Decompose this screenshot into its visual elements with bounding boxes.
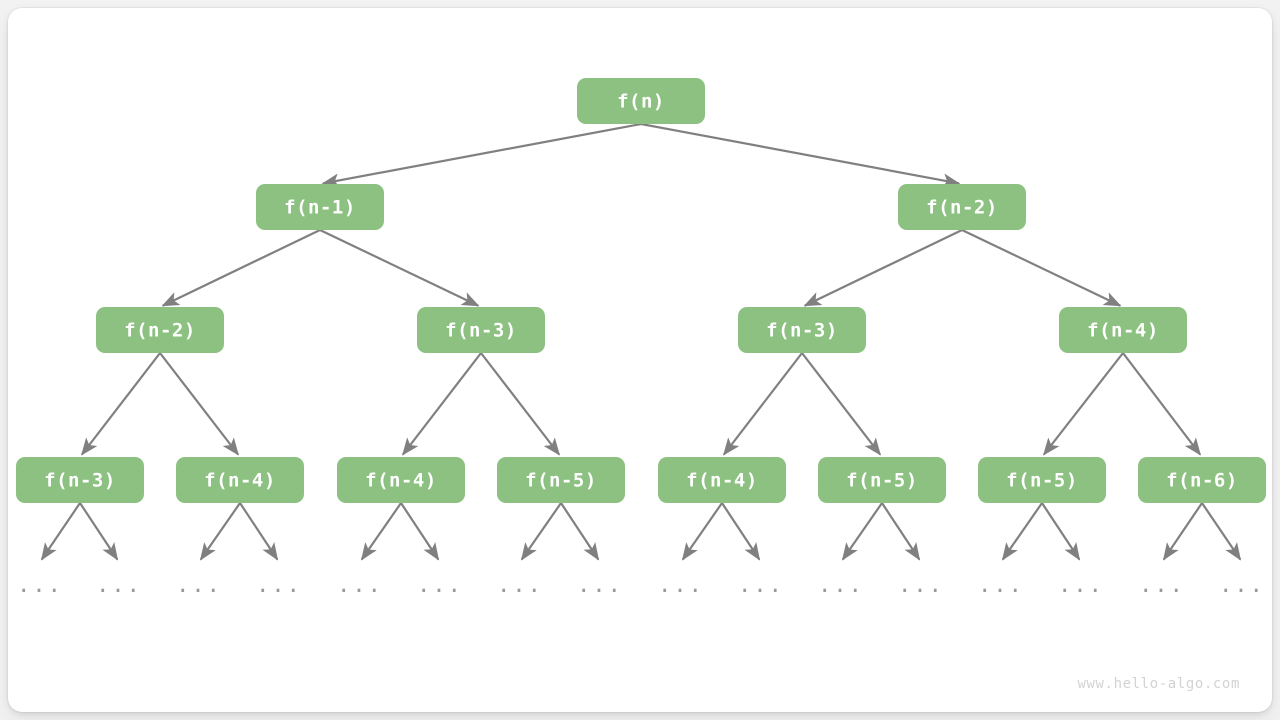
tree-node[interactable]: f(n-3) bbox=[417, 307, 545, 353]
tree-edge bbox=[801, 352, 882, 456]
leaf-edge bbox=[1001, 502, 1043, 561]
subtree-ellipsis: ... bbox=[497, 573, 543, 598]
tree-edge bbox=[80, 352, 161, 456]
subtree-ellipsis: ... bbox=[738, 573, 784, 598]
tree-node-box bbox=[256, 184, 384, 230]
subtree-ellipsis: ... bbox=[417, 573, 463, 598]
tree-node[interactable]: f(n-4) bbox=[337, 457, 465, 503]
tree-node-label: f(n-4) bbox=[686, 470, 758, 492]
tree-node-box bbox=[1138, 457, 1266, 503]
tree-node[interactable]: f(n-4) bbox=[1059, 307, 1187, 353]
subtree-ellipsis: ... bbox=[337, 573, 383, 598]
leaf-edge bbox=[239, 502, 279, 561]
tree-node-box bbox=[577, 78, 705, 124]
tree-node-label: f(n-4) bbox=[365, 470, 437, 492]
tree-node-label: f(n) bbox=[617, 91, 665, 113]
tree-node-box bbox=[1059, 307, 1187, 353]
tree-edge bbox=[401, 352, 482, 456]
tree-node-label: f(n-4) bbox=[1087, 320, 1159, 342]
subtree-ellipsis: ... bbox=[1219, 573, 1265, 598]
tree-node[interactable]: f(n-4) bbox=[658, 457, 786, 503]
tree-edge bbox=[161, 229, 321, 307]
leaf-edge bbox=[1201, 502, 1242, 561]
tree-node-label: f(n-5) bbox=[525, 470, 597, 492]
leaf-edge bbox=[199, 502, 241, 561]
ellipsis-layer: ........................................… bbox=[17, 573, 1265, 598]
tree-node-label: f(n-3) bbox=[766, 320, 838, 342]
watermark-url: www.hello-algo.com bbox=[1077, 676, 1240, 692]
tree-node[interactable]: f(n-5) bbox=[497, 457, 625, 503]
tree-node-label: f(n-6) bbox=[1166, 470, 1238, 492]
leaf-edge bbox=[881, 502, 921, 561]
tree-node-box bbox=[978, 457, 1106, 503]
leaf-edge bbox=[681, 502, 723, 561]
leaf-edge bbox=[841, 502, 883, 561]
tree-node-label: f(n-1) bbox=[284, 197, 356, 219]
tree-node[interactable]: f(n-5) bbox=[818, 457, 946, 503]
tree-node-box bbox=[658, 457, 786, 503]
subtree-ellipsis: ... bbox=[96, 573, 142, 598]
leaf-edge bbox=[1041, 502, 1081, 561]
tree-edge bbox=[159, 352, 240, 456]
tree-edge bbox=[961, 229, 1122, 307]
tree-edge bbox=[640, 122, 961, 188]
tree-node-box bbox=[497, 457, 625, 503]
subtree-ellipsis: ... bbox=[256, 573, 302, 598]
tree-node-label: f(n-4) bbox=[204, 470, 276, 492]
leaf-edge bbox=[721, 502, 761, 561]
subtree-ellipsis: ... bbox=[898, 573, 944, 598]
subtree-ellipsis: ... bbox=[577, 573, 623, 598]
tree-node-box bbox=[337, 457, 465, 503]
leaf-edge bbox=[79, 502, 119, 561]
subtree-arrows-layer bbox=[40, 502, 1242, 561]
subtree-ellipsis: ... bbox=[176, 573, 222, 598]
tree-node-box bbox=[818, 457, 946, 503]
tree-edge bbox=[803, 229, 963, 307]
diagram-card bbox=[8, 8, 1272, 712]
tree-node-box bbox=[176, 457, 304, 503]
subtree-ellipsis: ... bbox=[17, 573, 63, 598]
leaf-edge bbox=[1162, 502, 1203, 561]
tree-node[interactable]: f(n-6) bbox=[1138, 457, 1266, 503]
tree-node[interactable]: f(n) bbox=[577, 78, 705, 124]
subtree-ellipsis: ... bbox=[978, 573, 1024, 598]
tree-node[interactable]: f(n-4) bbox=[176, 457, 304, 503]
tree-edge bbox=[321, 122, 642, 188]
tree-node[interactable]: f(n-3) bbox=[738, 307, 866, 353]
tree-node-label: f(n-5) bbox=[846, 470, 918, 492]
leaf-edge bbox=[400, 502, 440, 561]
edges-layer bbox=[80, 122, 1202, 456]
tree-node-box bbox=[96, 307, 224, 353]
subtree-ellipsis: ... bbox=[818, 573, 864, 598]
leaf-edge bbox=[520, 502, 562, 561]
nodes-layer: f(n) f(n-1) f(n-2) f(n-2) f(n-3) f(n-3) f(n-4)… bbox=[16, 78, 1266, 503]
leaf-edge bbox=[560, 502, 600, 561]
tree-node[interactable]: f(n-2) bbox=[96, 307, 224, 353]
subtree-ellipsis: ... bbox=[1139, 573, 1185, 598]
tree-node-label: f(n-2) bbox=[926, 197, 998, 219]
tree-node-label: f(n-3) bbox=[445, 320, 517, 342]
subtree-ellipsis: ... bbox=[658, 573, 704, 598]
tree-node-box bbox=[898, 184, 1026, 230]
tree-edge bbox=[1042, 352, 1124, 456]
tree-node[interactable]: f(n-3) bbox=[16, 457, 144, 503]
tree-node-box bbox=[16, 457, 144, 503]
tree-edge bbox=[480, 352, 561, 456]
tree-node[interactable]: f(n-1) bbox=[256, 184, 384, 230]
tree-node-label: f(n-2) bbox=[124, 320, 196, 342]
tree-edge bbox=[722, 352, 803, 456]
subtree-ellipsis: ... bbox=[1058, 573, 1104, 598]
leaf-edge bbox=[40, 502, 81, 561]
tree-edge bbox=[319, 229, 480, 307]
tree-node-label: f(n-3) bbox=[44, 470, 116, 492]
tree-node-box bbox=[738, 307, 866, 353]
tree-node[interactable]: f(n-2) bbox=[898, 184, 1026, 230]
tree-edge bbox=[1122, 352, 1202, 456]
tree-node-box bbox=[417, 307, 545, 353]
tree-node[interactable]: f(n-5) bbox=[978, 457, 1106, 503]
tree-node-label: f(n-5) bbox=[1006, 470, 1078, 492]
leaf-edge bbox=[360, 502, 402, 561]
